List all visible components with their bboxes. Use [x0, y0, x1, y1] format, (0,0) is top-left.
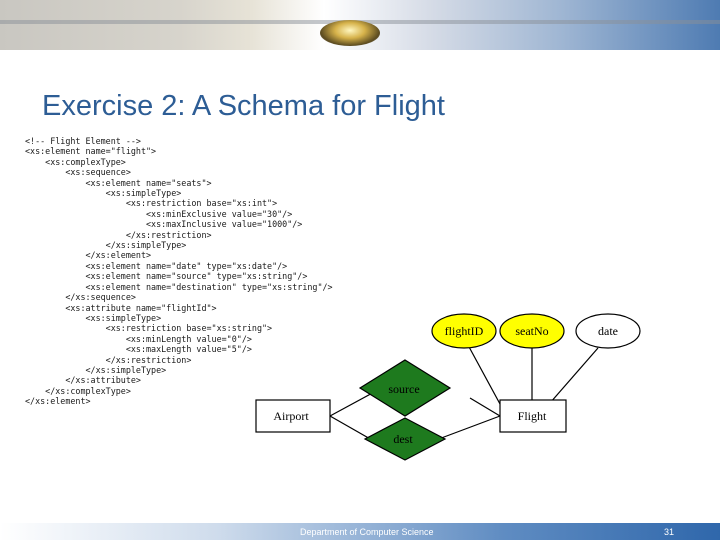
code-line: <xs:element name="seats"> — [25, 177, 212, 188]
code-line: <xs:maxLength value="5"/> — [25, 344, 252, 355]
code-line: <xs:simpleType> — [25, 312, 162, 323]
flightid-attribute-label: flightID — [445, 324, 484, 338]
flight-entity — [499, 399, 567, 433]
banner-lamp — [320, 20, 380, 46]
code-line: <xs:attribute name="flightId"> — [25, 302, 217, 313]
code-line: <xs:minExclusive value="30"/> — [25, 208, 293, 219]
code-line: <xs:restriction base="xs:string"> — [25, 323, 273, 334]
connector-source-flight — [469, 397, 501, 417]
code-line: <xs:complexType> — [25, 156, 126, 167]
code-line: <xs:maxInclusive value="1000"/> — [25, 219, 303, 230]
code-line: <xs:simpleType> — [25, 188, 182, 199]
seatno-attribute-label: seatNo — [515, 324, 548, 338]
airport-entity — [255, 399, 331, 433]
code-line: </xs:element> — [25, 250, 152, 261]
source-relationship — [358, 359, 452, 417]
code-line: </xs:attribute> — [25, 375, 141, 386]
flightid-attribute — [431, 313, 497, 349]
date-attribute — [575, 313, 641, 349]
code-line: </xs:complexType> — [25, 385, 131, 396]
code-line: </xs:restriction> — [25, 354, 192, 365]
code-line: <xs:element name="date" type="xs:date"/> — [25, 260, 288, 271]
code-line: </xs:simpleType> — [25, 240, 187, 251]
source-relationship-label: source — [388, 382, 419, 396]
header-banner — [0, 0, 720, 50]
code-line: <!-- Flight Element --> — [25, 136, 141, 146]
code-line: <xs:restriction base="xs:int"> — [25, 198, 278, 209]
footer-bar — [0, 523, 720, 540]
airport-entity-label: Airport — [273, 409, 309, 423]
code-line: <xs:element name="flight"> — [25, 146, 157, 157]
footer-department: Department of Computer Science — [300, 527, 434, 537]
code-line: </xs:simpleType> — [25, 364, 167, 375]
page-number: 31 — [664, 527, 675, 537]
dest-relationship — [363, 417, 447, 461]
schema-code-block: <!-- Flight Element --> <xs:element name… — [25, 136, 333, 407]
dest-relationship-label: dest — [393, 432, 413, 446]
code-line: <xs:element name="destination" type="xs:… — [25, 281, 333, 292]
date-attribute-label: date — [598, 324, 618, 338]
code-line: <xs:minLength value="0"/> — [25, 333, 252, 344]
code-line: </xs:restriction> — [25, 229, 212, 240]
code-line: <xs:element name="source" type="xs:strin… — [25, 271, 308, 282]
slide-title: Exercise 2: A Schema for Flight — [42, 90, 445, 122]
connector-flightid-flight — [467, 344, 501, 405]
code-line: <xs:sequence> — [25, 167, 131, 178]
code-line: </xs:element> — [25, 396, 91, 407]
flight-entity-label: Flight — [518, 409, 547, 423]
connector-date-flight — [549, 347, 599, 404]
code-line: </xs:sequence> — [25, 292, 136, 303]
seatno-attribute — [499, 313, 565, 349]
